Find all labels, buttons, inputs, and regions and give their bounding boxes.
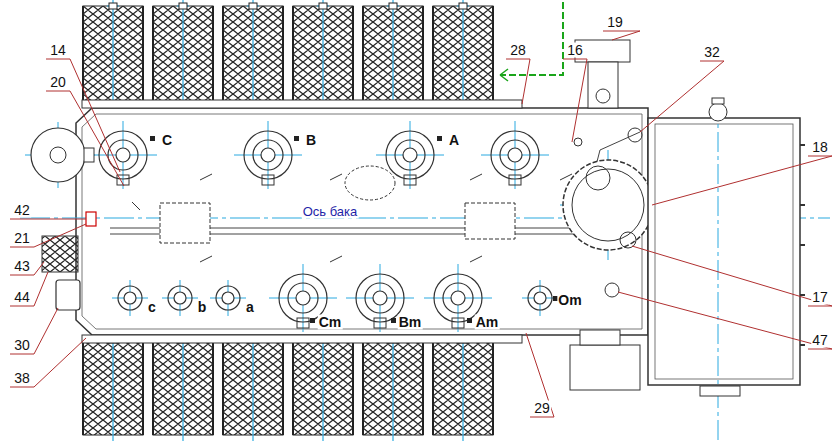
phase-label: Om [557,293,582,308]
phase-label: A [448,133,460,148]
axis-label: Ось бака [302,204,359,219]
phase-label: Am [475,315,500,330]
callout-number: 17 [811,290,829,305]
callout-number: 44 [13,290,31,305]
phase-label: a [245,300,255,315]
phase-label: Bm [398,315,423,330]
callout-number: 16 [566,43,584,58]
callout-number: 42 [13,203,31,218]
phase-label: c [147,300,157,315]
callout-number: 28 [509,43,527,58]
callout-number: 38 [13,371,31,386]
phase-label: C [161,133,173,148]
callout-number: 20 [49,75,67,90]
callout-number: 29 [533,401,551,416]
phase-label: B [305,133,317,148]
callout-number: 19 [606,15,624,30]
callout-number: 18 [811,140,829,155]
callout-number: 43 [13,259,31,274]
callout-number: 14 [49,43,67,58]
callout-number: 47 [811,333,829,348]
callout-number: 30 [13,338,31,353]
phase-label: Cm [318,315,343,330]
callout-number: 32 [703,45,721,60]
callout-number: 21 [13,231,31,246]
phase-label: b [197,300,208,315]
